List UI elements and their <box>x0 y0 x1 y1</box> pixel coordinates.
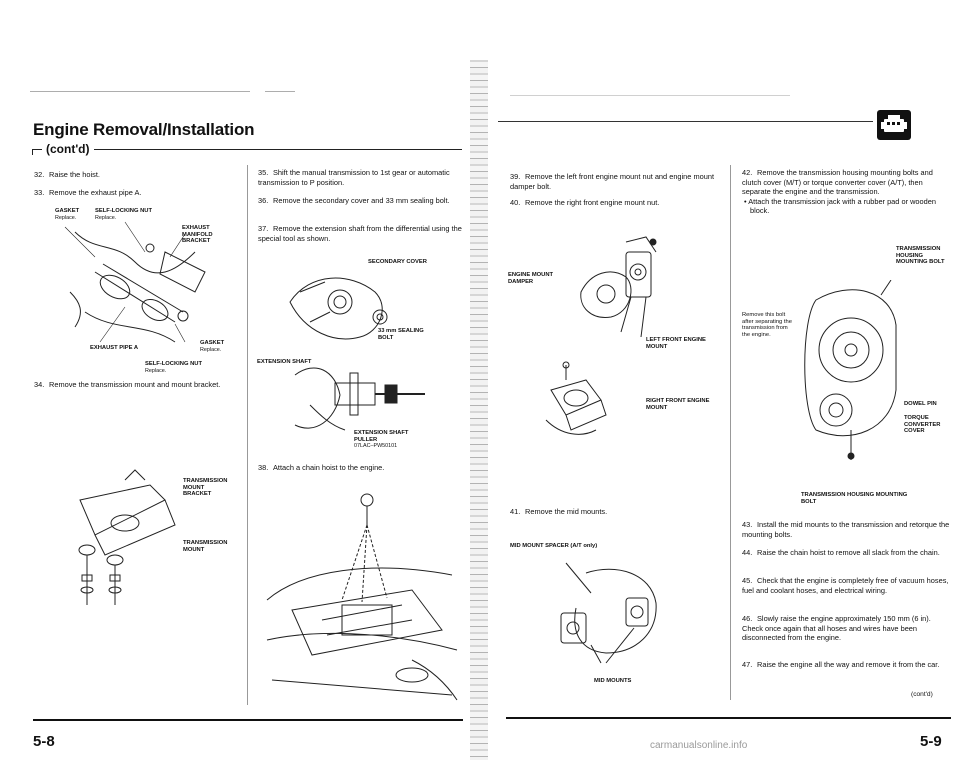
label-mid-mounts: MID MOUNTS <box>594 678 632 684</box>
step-38: 38.Attach a chain hoist to the engine. <box>258 463 385 472</box>
column-divider <box>247 165 248 705</box>
header-rule-tick <box>32 149 33 155</box>
step-33: 33.Remove the exhaust pipe A. <box>34 188 142 197</box>
transmission-mount-figure <box>65 465 180 615</box>
label-dowel-pin: DOWEL PIN <box>904 401 937 407</box>
step-42-bullet: • Attach the transmission jack with a ru… <box>744 196 936 216</box>
secondary-cover-figure <box>280 262 400 347</box>
book-spine <box>470 60 488 760</box>
footer-rule <box>33 719 463 721</box>
label-transmission-housing-mounting-bolt-bottom: TRANSMISSION HOUSING MOUNTING BOLT <box>801 492 908 505</box>
label-secondary-cover: SECONDARY COVER <box>368 259 427 265</box>
label-left-front-engine-mount: LEFT FRONT ENGINE MOUNT <box>646 337 706 350</box>
step-34: 34.Remove the transmission mount and mou… <box>34 380 221 389</box>
label-exhaust-manifold-bracket: EXHAUST MANIFOLD BRACKET <box>182 225 213 245</box>
transmission-separation-figure <box>796 280 901 465</box>
scan-artifact-line <box>265 91 295 92</box>
label-transmission-mount-bracket: TRANSMISSION MOUNT BRACKET <box>183 478 228 498</box>
scan-artifact-line <box>30 91 250 92</box>
step-46: 46.Slowly raise the engine approximately… <box>742 614 950 643</box>
transmission-separation-drawing <box>804 280 897 460</box>
engine-block-icon <box>881 115 907 132</box>
step-40: 40.Remove the right front engine mount n… <box>510 198 660 207</box>
step-41: 41.Remove the mid mounts. <box>510 507 608 516</box>
exhaust-pipe-drawing <box>64 221 206 343</box>
label-transmission-housing-mounting-bolt-top: TRANSMISSION HOUSING MOUNTING BOLT <box>896 246 945 266</box>
right-engine-mount-drawing <box>545 361 607 435</box>
label-torque-converter-cover: TORQUE CONVERTER COVER <box>904 415 941 435</box>
extension-shaft-drawing <box>294 367 425 431</box>
step-44: 44.Raise the chain hoist to remove all s… <box>742 548 940 557</box>
label-extension-shaft: EXTENSION SHAFT <box>257 359 312 365</box>
left-engine-mount-figure <box>571 232 671 342</box>
step-39: 39.Remove the left front engine mount nu… <box>510 172 714 191</box>
label-right-front-engine-mount: RIGHT FRONT ENGINE MOUNT <box>646 398 710 411</box>
step-42: 42.Remove the transmission housing mount… <box>742 168 950 216</box>
label-extension-shaft-puller: EXTENSION SHAFT PULLER 07LAC–PW50101 <box>354 430 409 450</box>
label-mid-mount-spacer: MID MOUNT SPACER (A/T only) <box>510 543 598 549</box>
mid-mounts-drawing <box>560 562 657 664</box>
label-engine-mount-damper: ENGINE MOUNT DAMPER <box>508 272 554 285</box>
extension-shaft-figure <box>290 355 430 445</box>
label-sealing-bolt: 33 mm SEALING BOLT <box>378 328 424 341</box>
left-engine-mount-drawing <box>580 236 657 338</box>
watermark: carmanualsonline.info <box>650 740 748 751</box>
page-subtitle: (cont'd) <box>42 142 94 156</box>
contd-footer: (cont'd) <box>911 691 933 698</box>
secondary-cover-drawing <box>289 277 388 340</box>
step-36: 36.Remove the secondary cover and 33 mm … <box>258 196 450 205</box>
page-number-left: 5-8 <box>33 733 55 750</box>
step-35: 35.Shift the manual transmission to 1st … <box>258 168 450 187</box>
right-engine-mount-figure <box>541 360 621 440</box>
transmission-mount-drawing <box>78 469 176 605</box>
step-45: 45.Check that the engine is completely f… <box>742 576 949 595</box>
step-37: 37.Remove the extension shaft from the d… <box>258 224 462 243</box>
column-divider-right <box>730 165 731 700</box>
step-47: 47.Raise the engine all the way and remo… <box>742 660 940 669</box>
right-page: 39.Remove the left front engine mount nu… <box>486 0 960 768</box>
header-rule-right <box>498 121 873 122</box>
mid-mounts-figure <box>546 553 666 678</box>
chain-hoist-drawing <box>266 493 458 701</box>
page-number-right: 5-9 <box>920 733 942 750</box>
label-exhaust-pipe-a: EXHAUST PIPE A <box>90 345 139 351</box>
left-page: Engine Removal/Installation (cont'd) 32.… <box>0 0 478 768</box>
scan-artifact-line <box>510 95 790 96</box>
step-32: 32.Raise the hoist. <box>34 170 100 179</box>
header-rule <box>32 149 462 150</box>
footer-rule-right <box>506 717 951 719</box>
chain-hoist-figure <box>262 480 462 702</box>
engine-section-icon <box>877 110 911 140</box>
step-46-note: Check once again that all hoses and wire… <box>742 623 918 643</box>
label-transmission-mount: TRANSMISSION MOUNT <box>183 540 228 553</box>
page-title: Engine Removal/Installation <box>33 120 255 139</box>
exhaust-pipe-figure <box>55 212 225 362</box>
step-43: 43.Install the mid mounts to the transmi… <box>742 520 950 539</box>
label-remove-this-bolt: Remove this bolt after separating the tr… <box>742 312 792 338</box>
